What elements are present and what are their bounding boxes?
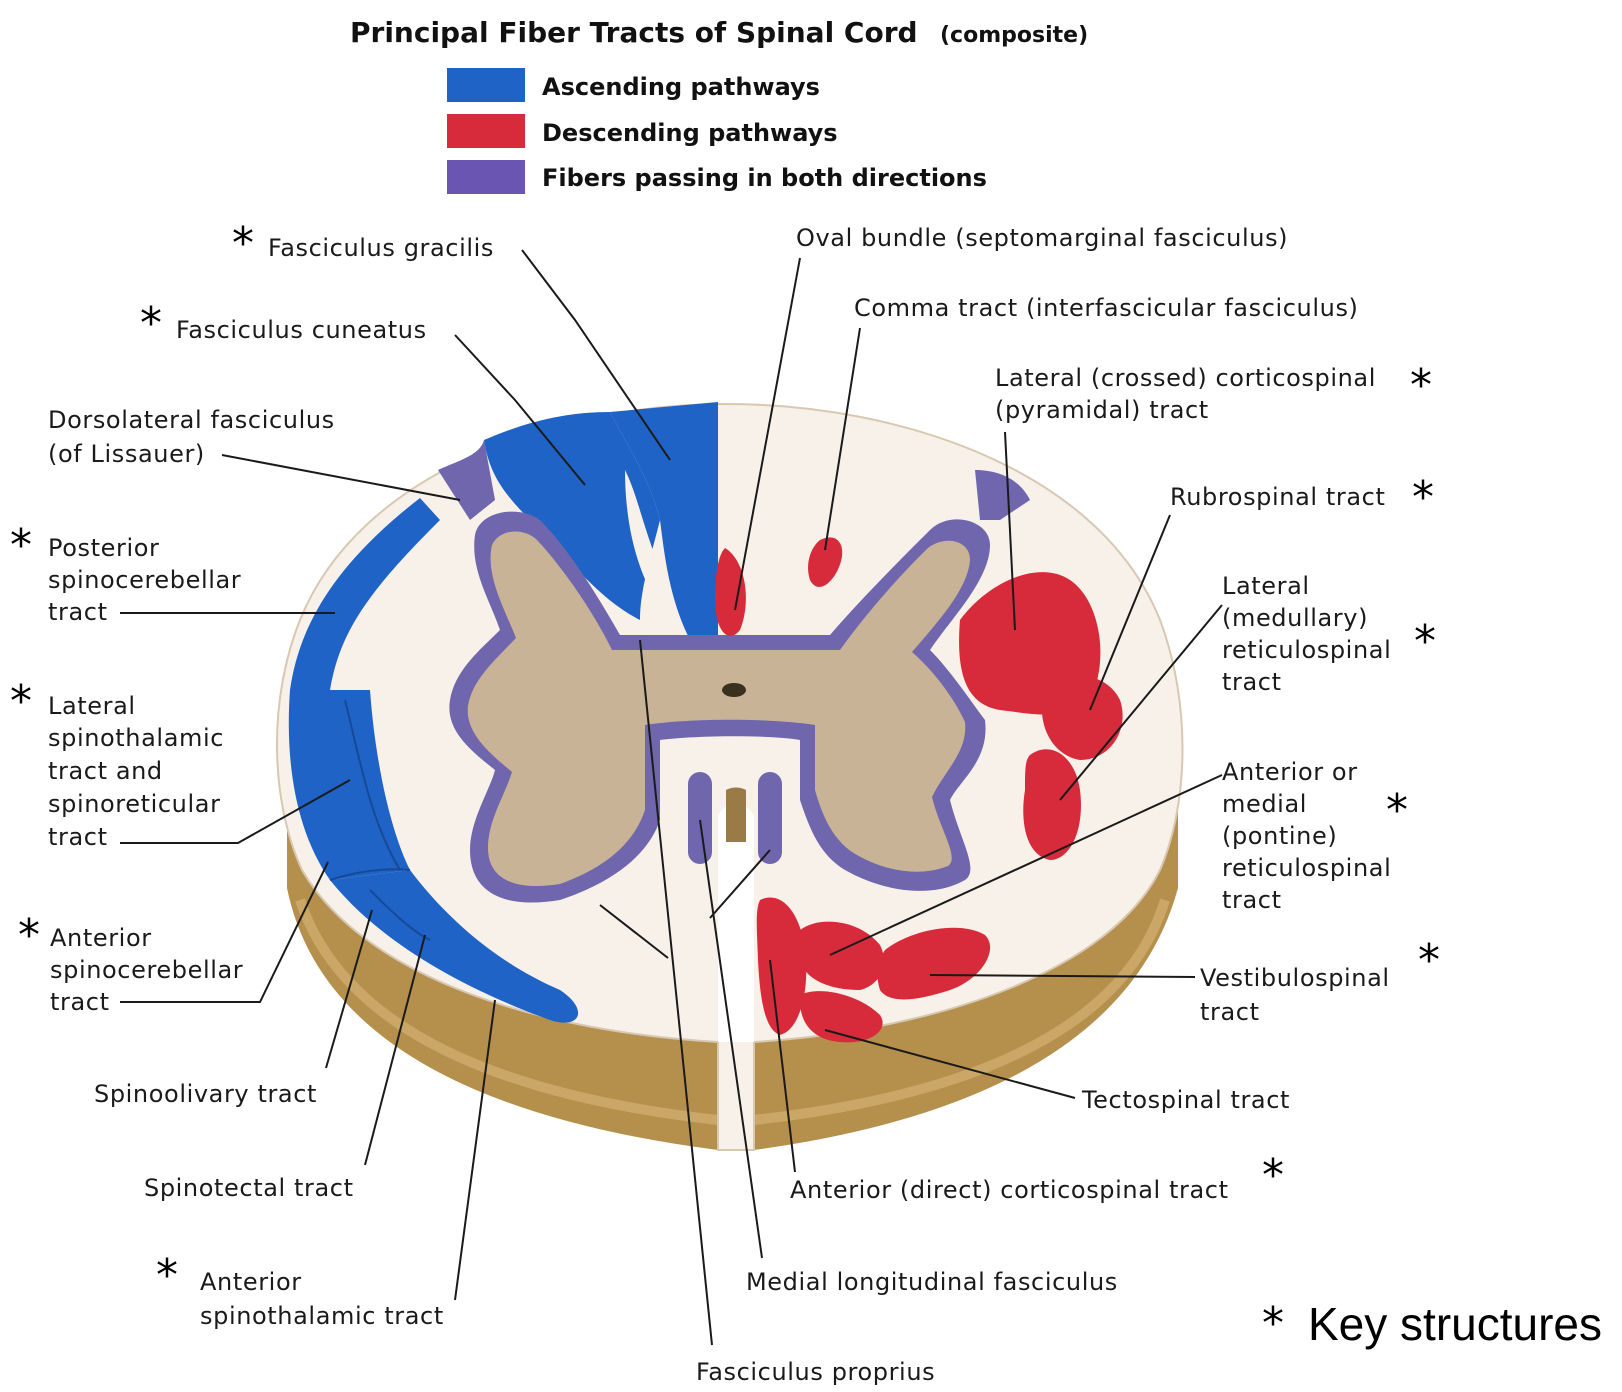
- posterior-spinocerebellar-region: [290, 498, 440, 690]
- diagram-title: Principal Fiber Tracts of Spinal Cord: [350, 16, 918, 49]
- label-lateral-spinothalamic-5: tract: [48, 823, 108, 851]
- diagram-title-suffix: (composite): [940, 23, 1088, 48]
- fasciculus-cuneatus-region: [484, 412, 660, 620]
- mlf-right: [758, 772, 782, 864]
- label-medial-longitudinal-fasciculus: Medial longitudinal fasciculus: [746, 1268, 1118, 1296]
- medial-reticulospinal-region: [800, 921, 884, 990]
- rubrospinal-region: [1041, 676, 1123, 760]
- label-anterior-spinothalamic-2: spinothalamic tract: [200, 1302, 444, 1330]
- lateral-spinothalamic-region: [288, 690, 410, 880]
- label-anterior-spinocerebellar: Anterior: [50, 924, 152, 952]
- asterisk-rubrospinal: *: [1412, 472, 1434, 523]
- label-posterior-spinocerebellar-3: tract: [48, 598, 108, 626]
- legend-label-ascending: Ascending pathways: [542, 73, 820, 101]
- label-posterior-spinocerebellar-2: spinocerebellar: [48, 566, 241, 594]
- label-anterior-reticulospinal-2: medial: [1222, 790, 1307, 818]
- lissauer-tract-right: [975, 470, 1030, 520]
- label-dorsolateral-fasciculus: Dorsolateral fasciculus: [48, 406, 335, 434]
- legend-swatch-ascending: [447, 68, 525, 102]
- lateral-reticulospinal-region: [1023, 749, 1081, 860]
- tectospinal-region: [799, 991, 883, 1043]
- leader-lines: [120, 249, 1223, 1346]
- asterisk-anterior-spinothalamic: *: [156, 1250, 178, 1301]
- anterior-spinocerebellar-region: [330, 870, 579, 1023]
- label-anterior-spinocerebellar-3: tract: [50, 988, 110, 1016]
- asterisk-lateral-reticulospinal: *: [1414, 616, 1436, 667]
- label-anterior-reticulospinal: Anterior or: [1222, 758, 1358, 786]
- fissure-depth: [726, 787, 746, 842]
- label-lateral-reticulospinal-2: (medullary): [1222, 604, 1368, 632]
- label-fasciculus-gracilis: Fasciculus gracilis: [268, 234, 494, 262]
- anterior-corticospinal-region: [756, 897, 807, 1035]
- comma-tract-region: [808, 537, 843, 587]
- label-anterior-spinocerebellar-2: spinocerebellar: [50, 956, 243, 984]
- asterisk-fasciculus-cuneatus: *: [140, 298, 162, 349]
- asterisk-fasciculus-gracilis: *: [232, 218, 254, 269]
- gracilis-cuneatus-septum: [625, 470, 670, 598]
- gray-matter: [467, 531, 970, 887]
- asterisk-posterior-spinocerebellar: *: [10, 520, 32, 571]
- key-structures-note: Key structures: [1308, 1298, 1602, 1350]
- asterisk-lateral-corticospinal: *: [1410, 360, 1432, 411]
- asterisk-key: *: [1262, 1298, 1284, 1349]
- label-vestibulospinal: Vestibulospinal: [1200, 964, 1390, 992]
- asterisk-lateral-spinothalamic: *: [10, 676, 32, 727]
- anterior-median-fissure: [718, 802, 754, 1042]
- asterisk-anterior-spinocerebellar: *: [18, 910, 40, 961]
- label-anterior-reticulospinal-5: tract: [1222, 886, 1282, 914]
- label-lateral-spinothalamic-3: tract and: [48, 757, 163, 785]
- legend-swatch-both: [447, 160, 525, 194]
- legend-label-both: Fibers passing in both directions: [542, 164, 987, 192]
- label-tectospinal: Tectospinal tract: [1081, 1086, 1290, 1114]
- cord-side: [287, 808, 1178, 1150]
- label-anterior-corticospinal: Anterior (direct) corticospinal tract: [790, 1176, 1229, 1204]
- label-anterior-spinothalamic: Anterior: [200, 1268, 302, 1296]
- label-oval-bundle: Oval bundle (septomarginal fasciculus): [796, 224, 1288, 252]
- fasciculus-gracilis-region: [610, 402, 718, 640]
- label-anterior-reticulospinal-4: reticulospinal: [1222, 854, 1391, 882]
- label-lateral-reticulospinal: Lateral: [1222, 572, 1310, 600]
- asterisk-vestibulospinal: *: [1418, 935, 1440, 986]
- label-comma-tract: Comma tract (interfascicular fasciculus): [854, 294, 1359, 322]
- label-lateral-reticulospinal-4: tract: [1222, 668, 1282, 696]
- label-lateral-spinothalamic: Lateral: [48, 692, 136, 720]
- label-lateral-reticulospinal-3: reticulospinal: [1222, 636, 1391, 664]
- mlf-left: [688, 772, 712, 864]
- label-rubrospinal: Rubrospinal tract: [1170, 483, 1385, 511]
- label-lateral-spinothalamic-4: spinoreticular: [48, 790, 221, 818]
- label-fasciculus-proprius: Fasciculus proprius: [696, 1358, 935, 1386]
- label-vestibulospinal-2: tract: [1200, 998, 1260, 1026]
- label-anterior-reticulospinal-3: (pontine): [1222, 822, 1337, 850]
- label-posterior-spinocerebellar: Posterior: [48, 534, 159, 562]
- label-spinoolivary: Spinoolivary tract: [94, 1080, 317, 1108]
- label-lateral-corticospinal-2: (pyramidal) tract: [995, 396, 1209, 424]
- asterisk-anterior-corticospinal: *: [1262, 1150, 1284, 1201]
- label-spinotectal: Spinotectal tract: [144, 1174, 354, 1202]
- asterisk-anterior-reticulospinal: *: [1386, 785, 1408, 836]
- legend-swatch-descending: [447, 114, 525, 148]
- lissauer-tract-left: [438, 440, 495, 520]
- label-lateral-corticospinal: Lateral (crossed) corticospinal: [995, 364, 1376, 392]
- legend-label-descending: Descending pathways: [542, 119, 838, 147]
- oval-bundle-region: [715, 548, 746, 636]
- label-lateral-spinothalamic-2: spinothalamic: [48, 724, 224, 752]
- vestibulospinal-region: [877, 927, 991, 1000]
- central-canal: [722, 683, 746, 697]
- label-fasciculus-cuneatus: Fasciculus cuneatus: [176, 316, 427, 344]
- label-dorsolateral-fasciculus-2: (of Lissauer): [48, 440, 205, 468]
